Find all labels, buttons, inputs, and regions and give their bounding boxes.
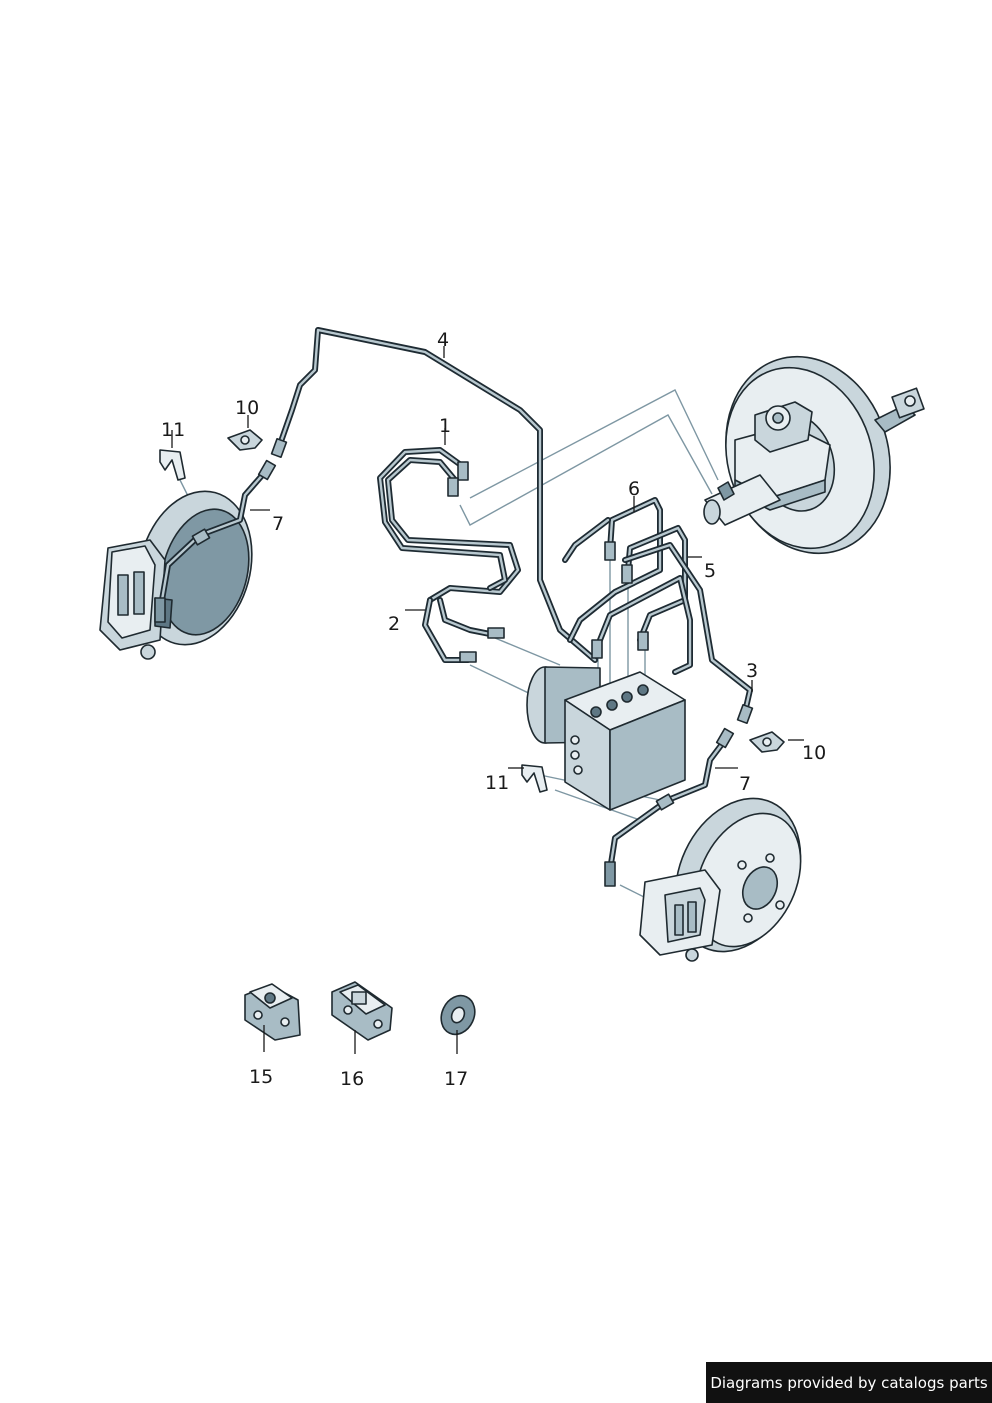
callout-4: 4 [437,329,449,351]
right-brake-caliper [639,797,802,962]
callout-10-right: 10 [802,742,826,764]
brake-pipe-1 [377,447,521,603]
brake-hose-7-left [159,469,268,603]
brake-hose-7-right [607,737,728,873]
brake-pipe-6 [562,497,663,643]
pipe-fittings [154,437,754,887]
callout-3: 3 [746,660,758,682]
callout-6: 6 [628,478,640,500]
leader-lines [171,346,804,1054]
brake-pipe-4 [275,327,598,663]
washer-17 [440,994,476,1036]
callout-7-right: 7 [739,773,751,795]
callout-2: 2 [388,613,400,635]
callout-10-left: 10 [235,397,259,419]
callout-labels: 4 1 6 5 2 3 10 10 11 11 7 7 15 16 17 [161,329,826,1090]
callout-16: 16 [340,1068,364,1090]
bracket-15 [244,983,301,1041]
callout-17: 17 [444,1068,468,1090]
brake-booster [703,355,925,555]
retaining-clips [159,429,785,793]
credit-text: Diagrams provided by catalogs parts [710,1373,988,1392]
callout-1: 1 [439,415,451,437]
brake-pipe-5 [595,525,693,675]
credit-banner: Diagrams provided by catalogs parts [706,1362,992,1403]
brake-pipe-2 [422,597,498,663]
left-brake-caliper [99,490,253,660]
callout-7-left: 7 [272,513,284,535]
brake-pipes [159,327,753,873]
brake-pipe-3 [622,542,753,715]
callout-5: 5 [704,560,716,582]
abs-hydraulic-unit [526,666,686,811]
bracket-16 [331,981,393,1041]
callout-11-left: 11 [161,419,185,441]
callout-11-right: 11 [485,772,509,794]
callout-15: 15 [249,1066,273,1088]
